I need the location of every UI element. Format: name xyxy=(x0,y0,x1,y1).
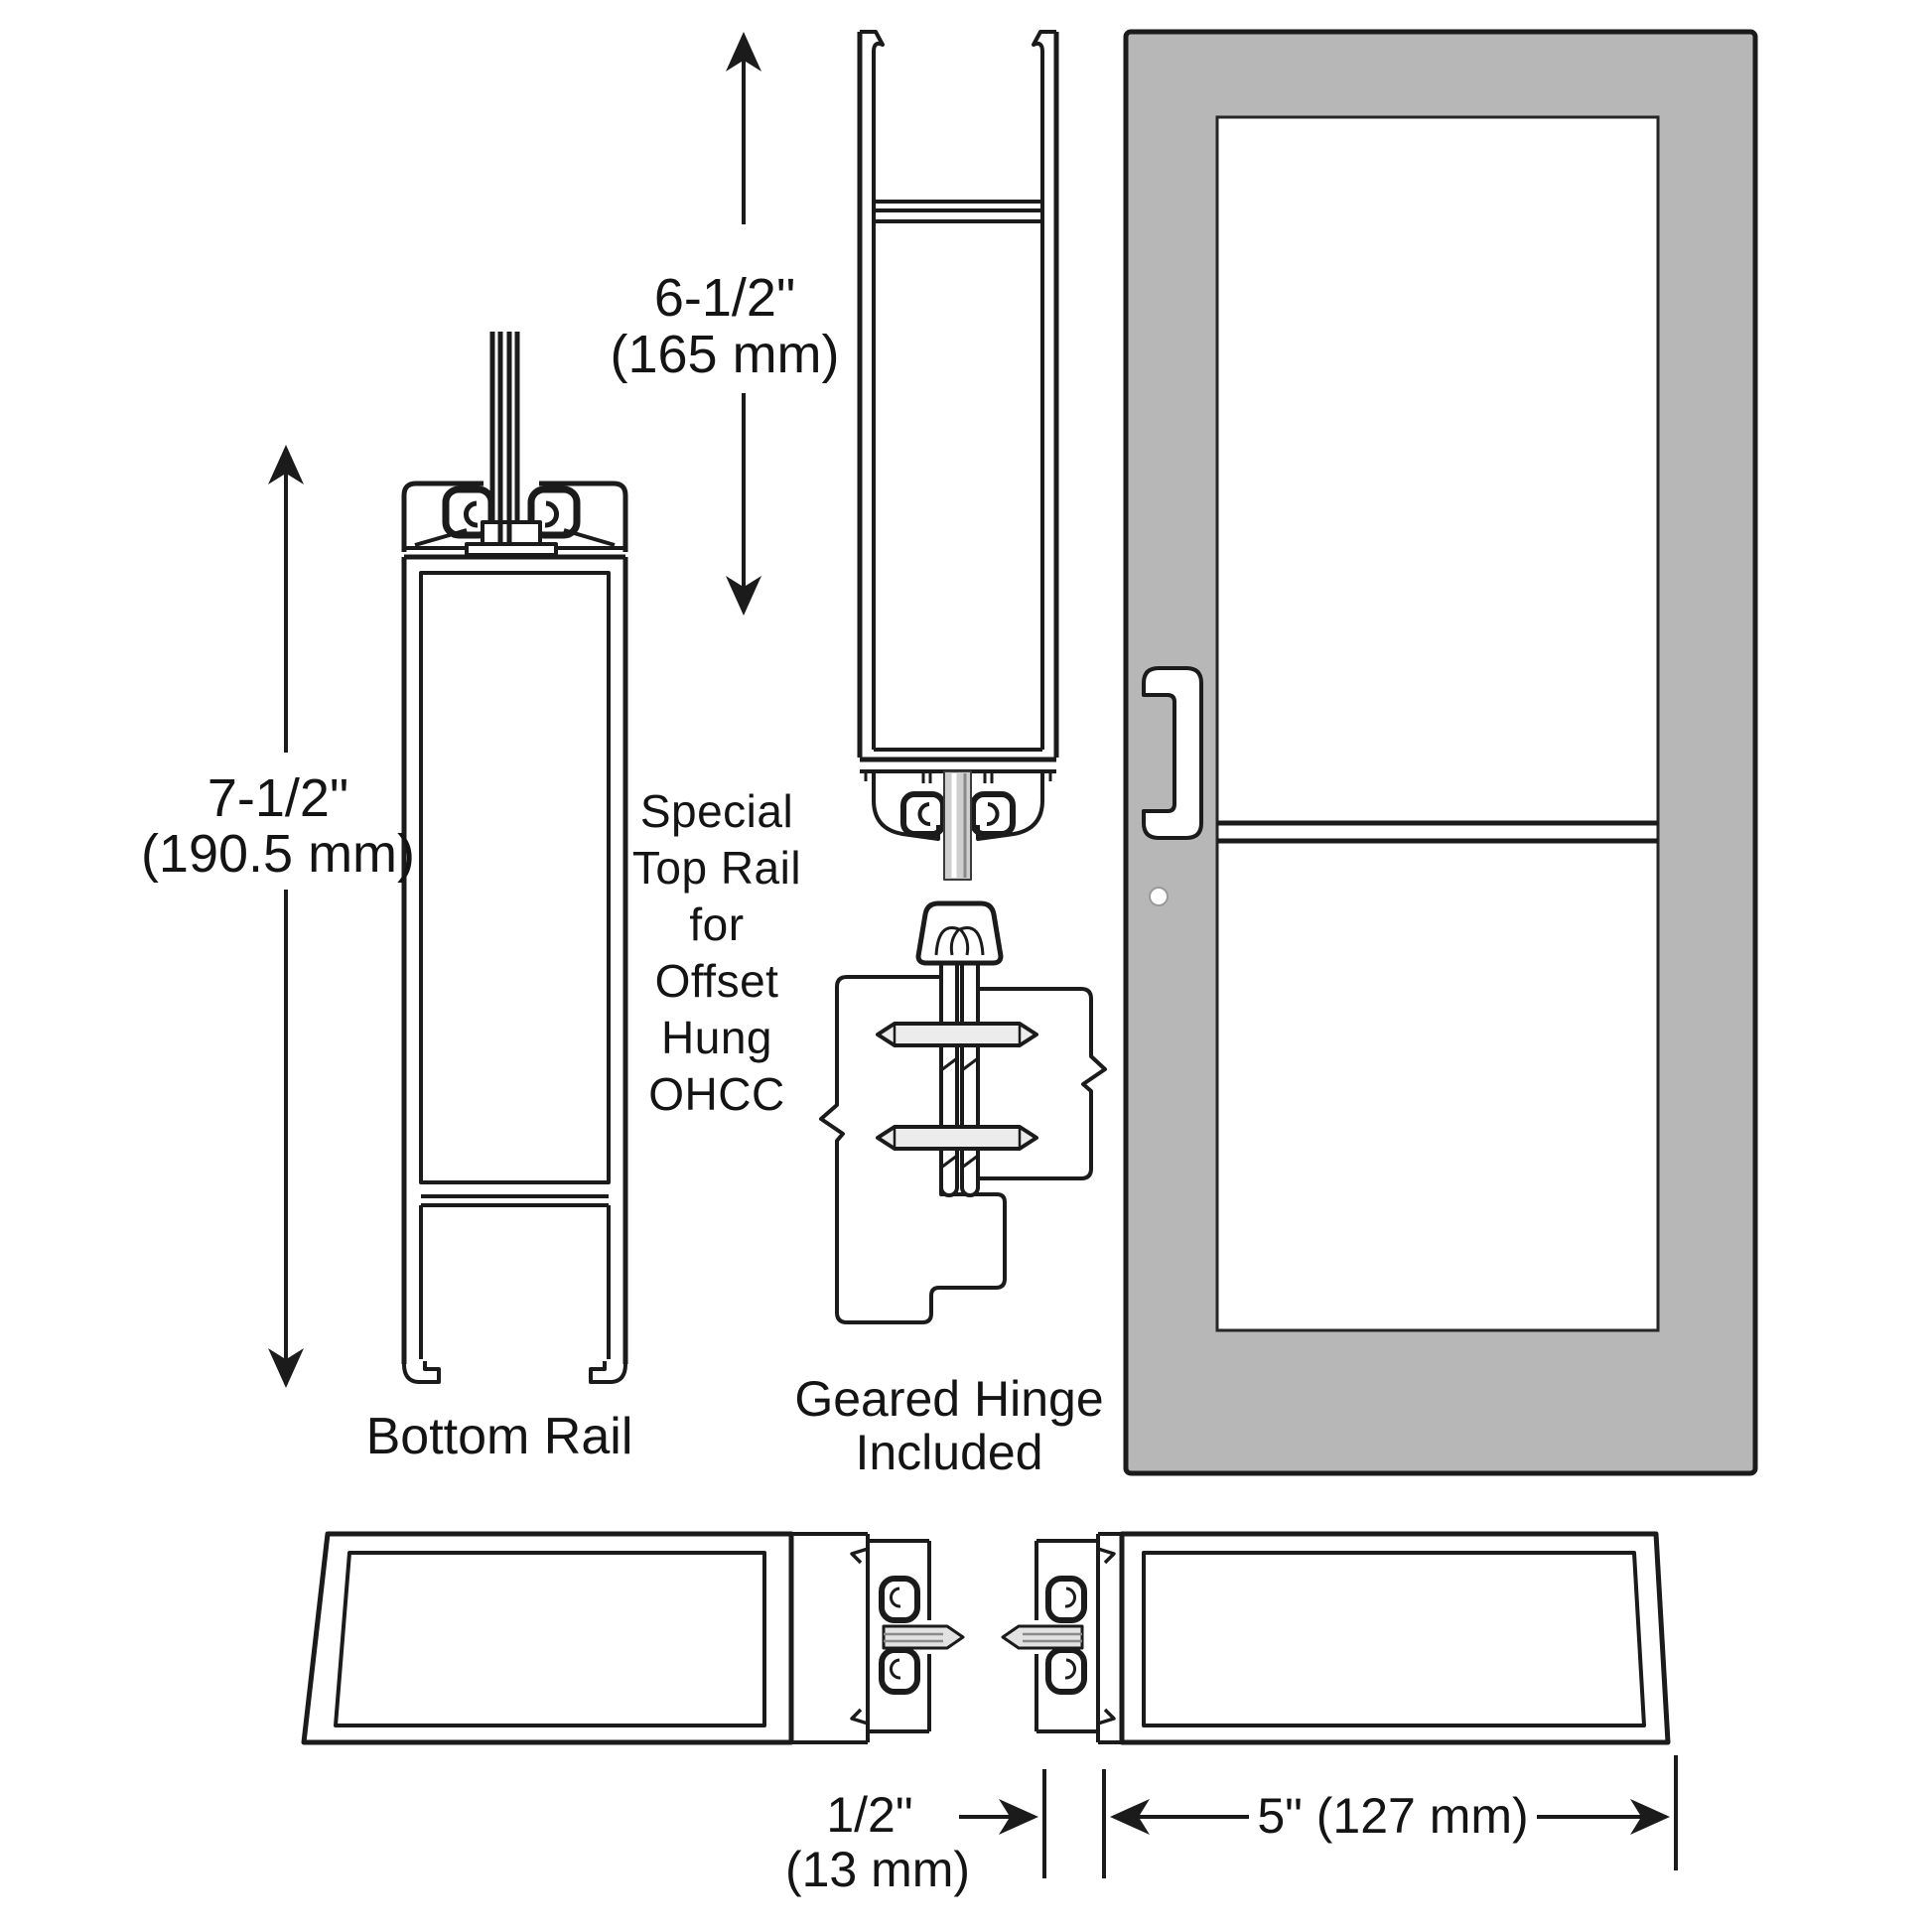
left-vinyl-bulb-bottom xyxy=(879,1647,920,1695)
right-glass-edge xyxy=(1001,1624,1084,1650)
top-rail-note-line2: Top Rail xyxy=(632,842,801,894)
glass-muntin-bar xyxy=(1217,820,1658,844)
door-pull-handle xyxy=(1142,666,1203,840)
glazing-clamp-right xyxy=(970,791,1016,837)
door-elevation xyxy=(1123,29,1758,1476)
clamp-ear-left xyxy=(401,481,483,552)
clamp-tray-right xyxy=(976,771,1044,841)
left-stile-outer xyxy=(301,1531,794,1745)
top-rail-note: Special Top Rail for Offset Hung OHCC xyxy=(632,785,801,1120)
plan-dimensions xyxy=(959,1755,1678,1878)
glazing-clamp-right xyxy=(527,485,581,539)
dim-top-rail-inches: 6-1/2" xyxy=(654,268,795,328)
left-glass-edge xyxy=(882,1624,965,1650)
clamp-ear-right xyxy=(539,481,628,552)
dim-gap-inches: 1/2" xyxy=(826,1787,912,1843)
top-rail-note-line6: OHCC xyxy=(648,1068,784,1120)
top-rail-section-drawing xyxy=(857,30,1059,881)
hinge-fastener-top xyxy=(876,1022,1038,1047)
hinge-fastener-bottom xyxy=(876,1125,1038,1151)
hinge-cap xyxy=(915,900,1004,966)
top-rail-note-line4: Offset xyxy=(655,955,779,1007)
left-vinyl-bulb-top xyxy=(879,1576,920,1623)
hinge-label-line2: Included xyxy=(855,1425,1042,1480)
top-rail-note-line5: Hung xyxy=(661,1012,772,1063)
right-interlock-barbs xyxy=(1097,1547,1116,1725)
cylinder-lock-dot xyxy=(1149,887,1169,906)
left-interlock-barbs xyxy=(850,1547,869,1725)
right-stile-outer xyxy=(1119,1531,1671,1745)
dim-stile-label: 5" (127 mm) xyxy=(1257,1788,1528,1844)
rail-hook-left xyxy=(860,30,885,53)
top-rail-note-line1: Special xyxy=(640,785,793,837)
dim-gap-mm: (13 mm) xyxy=(785,1842,970,1897)
dim-bottom-rail-mm: (190.5 mm) xyxy=(141,824,415,884)
rail-hook-right xyxy=(1032,30,1056,53)
right-vinyl-bulb-bottom xyxy=(1045,1647,1087,1695)
hinge-label-line1: Geared Hinge xyxy=(794,1371,1103,1427)
bottom-rail-label: Bottom Rail xyxy=(366,1408,633,1465)
door-glass xyxy=(1215,115,1660,1332)
glass-panel-edge xyxy=(943,770,972,881)
rail-foot-left xyxy=(402,1361,441,1384)
dim-top-rail-mm: (165 mm) xyxy=(610,325,839,384)
dim-bottom-rail-inches: 7-1/2" xyxy=(207,768,348,828)
right-stile-inner xyxy=(1142,1551,1646,1727)
left-stile-inner xyxy=(334,1551,766,1727)
geared-hinge-drawing xyxy=(819,900,1107,1324)
top-rail-note-line3: for xyxy=(689,898,744,950)
rail-foot-right xyxy=(589,1361,627,1384)
bottom-rail-section-drawing xyxy=(401,332,628,1384)
glass-edge-lines xyxy=(489,332,520,542)
right-vinyl-bulb-top xyxy=(1045,1576,1087,1623)
clamp-tray-left xyxy=(872,771,940,841)
plan-stile-sections xyxy=(301,1531,1671,1745)
rail-body-inner xyxy=(419,571,611,1184)
